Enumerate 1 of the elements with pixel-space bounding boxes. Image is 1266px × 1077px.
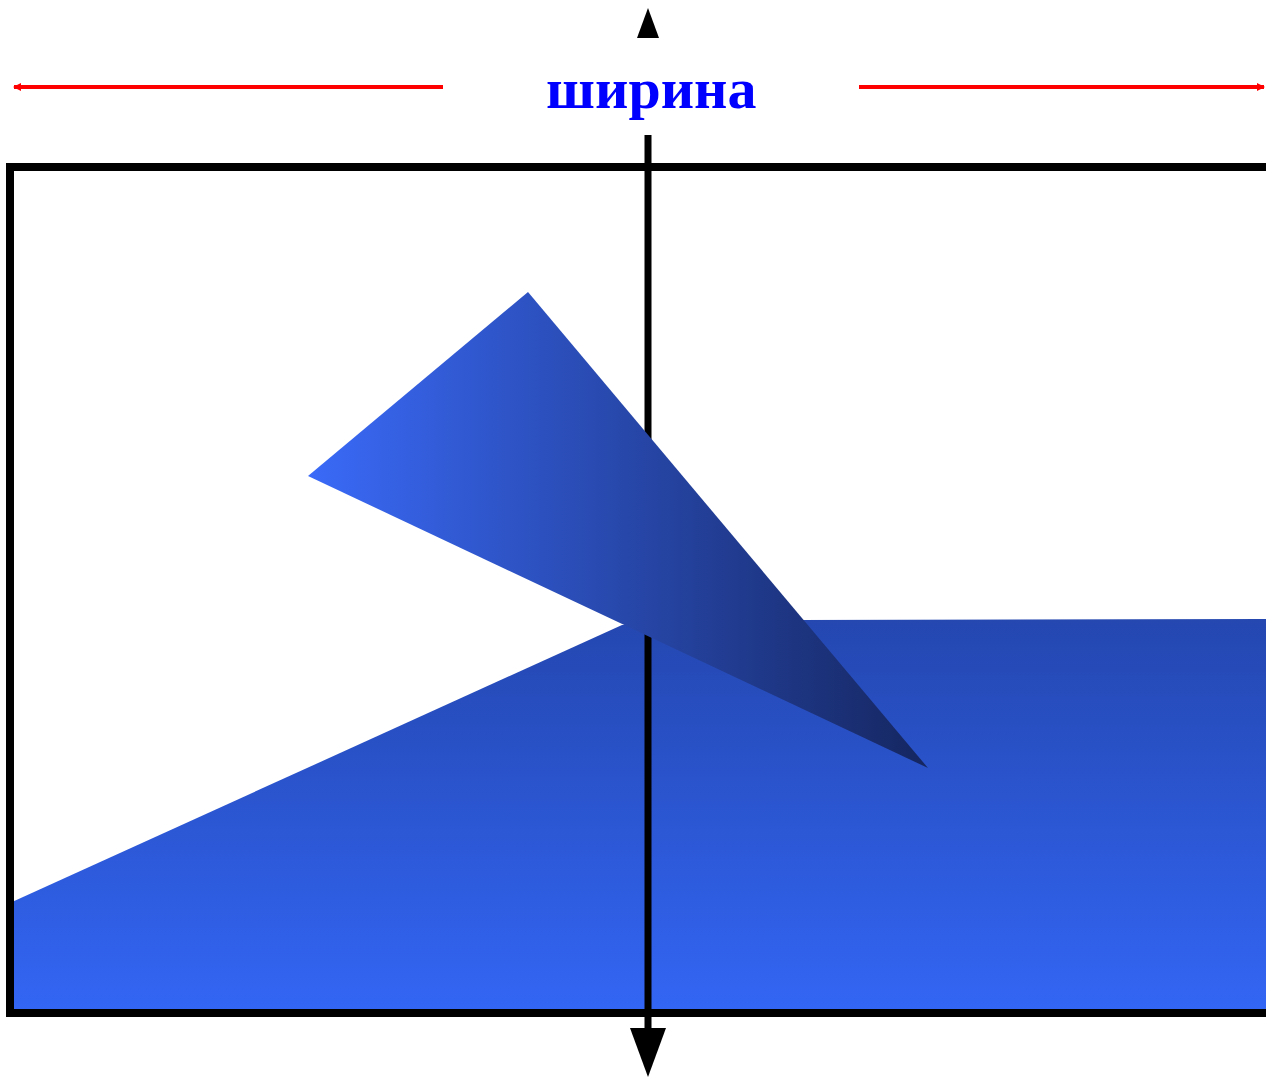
dimension-label: ширина	[546, 60, 757, 118]
